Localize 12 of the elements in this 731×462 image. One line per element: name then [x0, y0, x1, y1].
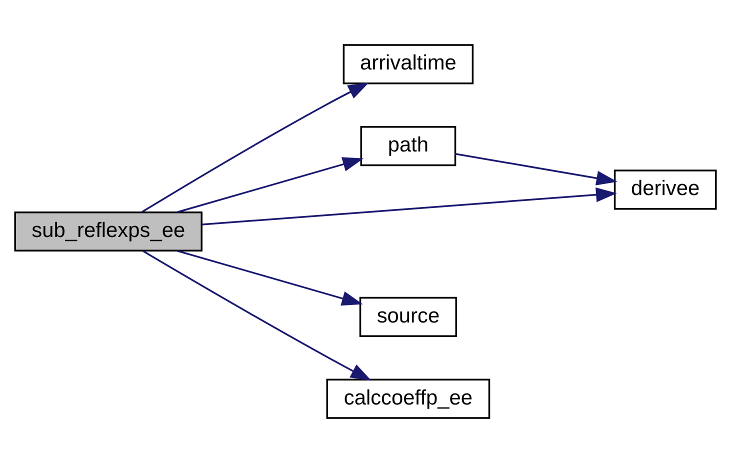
node-box: arrivaltime [342, 44, 474, 84]
node-box: path [360, 126, 456, 166]
arrow [177, 156, 364, 212]
node-box: derivee [614, 169, 717, 210]
arrow [202, 186, 617, 225]
arrow [455, 152, 618, 185]
arrow [142, 250, 372, 380]
node-box: calccoeffp_ee [326, 378, 490, 418]
node-box: source [359, 296, 458, 336]
arrow [142, 82, 370, 212]
arrow [177, 250, 363, 306]
node-box: sub_reflexps_ee [14, 210, 202, 252]
